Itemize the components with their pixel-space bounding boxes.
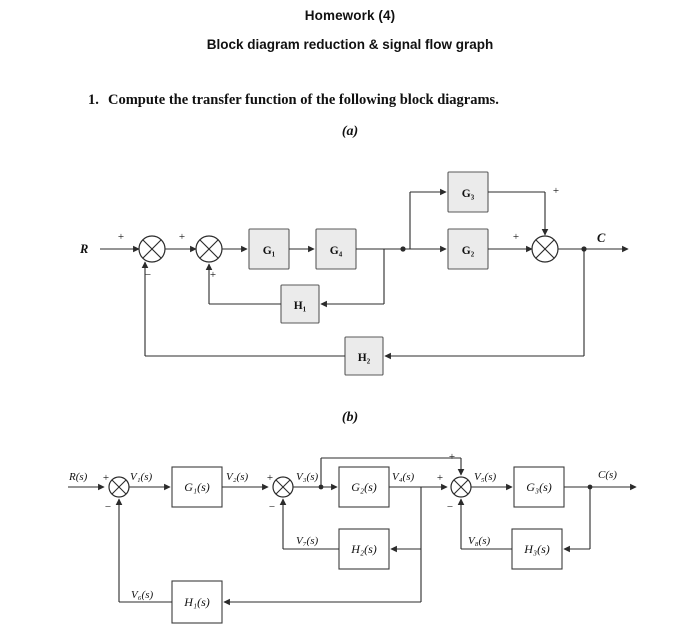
- block-b-g2-label: G₂(s): [351, 480, 377, 494]
- input-label-rs: R(s): [68, 471, 88, 483]
- sign-s2-feedback: +: [210, 269, 216, 281]
- block-b-h3: [511, 528, 563, 570]
- block-g3-label: G₃: [462, 188, 475, 200]
- sign-b-s1-minus: −: [105, 501, 111, 513]
- block-b-h1-label: H₁(s): [183, 595, 210, 609]
- sign-b-s3-minus: −: [447, 501, 453, 513]
- block-b-h2: [338, 528, 390, 570]
- sign-b-s2-minus: −: [269, 501, 275, 513]
- question-number: 1.: [88, 92, 99, 108]
- output-label-c: C: [597, 231, 606, 245]
- sign-b-s2-plus: +: [267, 472, 273, 484]
- input-label-r: R: [79, 242, 88, 256]
- block-h2-label: H₂: [358, 352, 371, 364]
- signal-v1: V₁(s): [130, 471, 152, 483]
- sign-b-s1-plus: +: [103, 472, 109, 484]
- block-diagram-b: R(s) + − V₁(s) G₁(s) V₂(s) + − V₃(s) G₂(…: [68, 451, 637, 624]
- block-b-h2-label: H₂(s): [350, 542, 377, 556]
- sign-s3-top: +: [553, 185, 559, 197]
- question-1: 1. Compute the transfer function of the f…: [88, 92, 499, 109]
- sign-s1-feedback: −: [145, 269, 151, 281]
- sign-b-s3-plus-top: +: [449, 451, 455, 463]
- part-label-b: (b): [341, 410, 359, 425]
- block-h1-label: H₁: [294, 300, 306, 312]
- block-b-g1: [171, 466, 223, 508]
- node-after-g4: [400, 246, 406, 252]
- output-label-cs: C(s): [598, 469, 617, 481]
- signal-v7: V₇(s): [296, 535, 318, 547]
- sign-s2-in: +: [179, 231, 185, 243]
- sign-s3-left: +: [513, 231, 519, 243]
- signal-v4: V₄(s): [392, 471, 414, 483]
- part-label-a: (a): [341, 124, 359, 139]
- question-text: Compute the transfer function of the fol…: [108, 92, 499, 108]
- block-g4-label: G₄: [330, 245, 343, 257]
- signal-v6: V₆(s): [131, 589, 153, 601]
- page-subtitle: Block diagram reduction & signal flow gr…: [206, 37, 494, 52]
- block-b-g3-label: G₃(s): [526, 480, 552, 494]
- page-title: Homework (4): [304, 8, 396, 23]
- sign-s1-in: +: [118, 231, 124, 243]
- signal-v5: V₅(s): [474, 471, 496, 483]
- signal-v3: V₃(s): [296, 471, 318, 483]
- block-diagram-a: R + − + + G₁ G₄ G₃: [79, 171, 629, 376]
- block-g2-label: G₂: [462, 245, 475, 257]
- signal-v2: V₂(s): [226, 471, 248, 483]
- block-b-g2: [338, 466, 390, 508]
- signal-v8: V₈(s): [468, 535, 490, 547]
- block-b-h3-label: H₃(s): [523, 542, 550, 556]
- block-b-g3: [513, 466, 565, 508]
- sign-b-s3-plus-left: +: [437, 472, 443, 484]
- block-g1-label: G₁: [263, 245, 275, 257]
- block-b-g1-label: G₁(s): [184, 480, 210, 494]
